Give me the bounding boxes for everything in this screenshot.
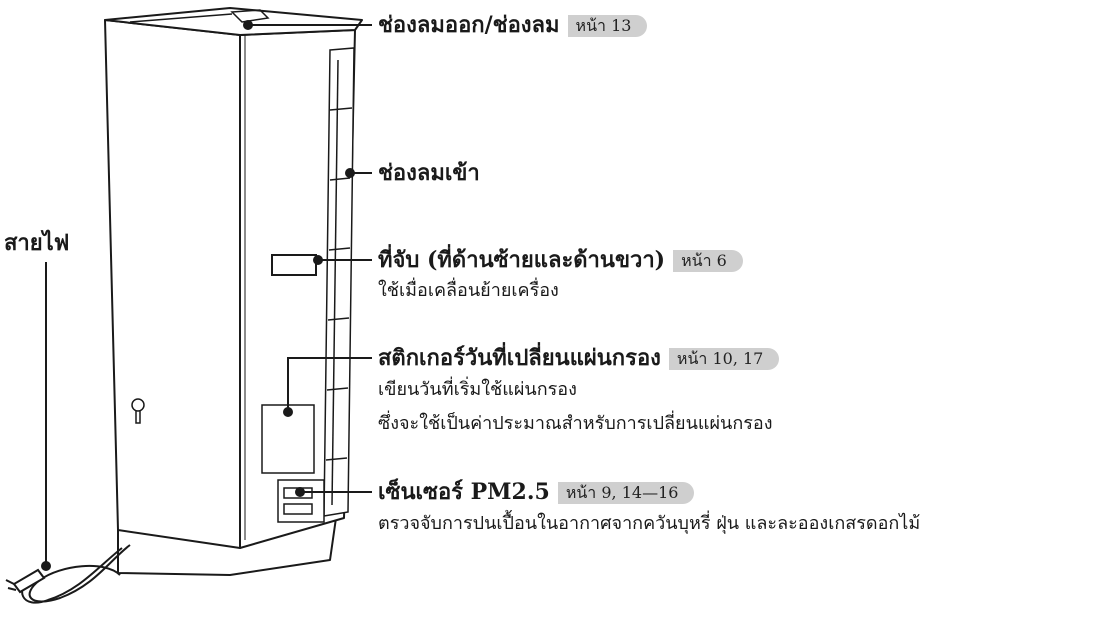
callout-handle: ที่จับ (ที่ด้านซ้ายและด้านขวา) หน้า 6 — [378, 247, 743, 273]
handle — [271, 254, 317, 276]
leader-sticker — [287, 357, 372, 412]
power-cord — [5, 544, 131, 604]
unit-left-face — [104, 19, 241, 549]
callout-air-outlet: ช่องลมออก/ช่องลม หน้า 13 — [378, 12, 648, 38]
callout-label: ที่จับ (ที่ด้านซ้ายและด้านขวา) — [378, 247, 666, 273]
callout-handle-desc: ใช้เมื่อเคลื่อนย้ายเครื่อง — [378, 280, 559, 301]
callout-pm25-sensor: เซ็นเซอร์ PM2.5 หน้า 9, 14—16 — [378, 479, 695, 505]
callout-filter-sticker: สติกเกอร์วันที่เปลี่ยนแผ่นกรอง หน้า 10, 1… — [378, 345, 780, 371]
power-cord-label: สายไฟ — [4, 230, 70, 256]
callout-label: สติกเกอร์วันที่เปลี่ยนแผ่นกรอง — [378, 345, 661, 371]
page-badge: หน้า 10, 17 — [668, 348, 780, 370]
callout-label: ช่องลมเข้า — [378, 160, 480, 186]
air-inlet-column — [323, 47, 355, 517]
callout-pm25-sensor-desc: ตรวจจับการปนเปื้อนในอากาศจากควันบุหรี่ ฝ… — [378, 513, 921, 534]
callout-label: เซ็นเซอร์ PM2.5 — [378, 479, 550, 505]
page-badge: หน้า 13 — [567, 15, 648, 37]
callout-filter-sticker-desc-1: เขียนวันที่เริ่มใช้แผ่นกรอง — [378, 379, 577, 400]
callout-air-inlet: ช่องลมเข้า — [378, 160, 480, 186]
pm25-sensor — [277, 479, 325, 523]
keyhole-icon — [131, 398, 145, 424]
page-badge: หน้า 6 — [673, 250, 743, 272]
callout-label: ช่องลมออก/ช่องลม — [378, 12, 560, 38]
callout-filter-sticker-desc-2: ซึ่งจะใช้เป็นค่าประมาณสำหรับการเปลี่ยนแผ… — [378, 413, 773, 434]
page-badge: หน้า 9, 14—16 — [557, 482, 695, 504]
